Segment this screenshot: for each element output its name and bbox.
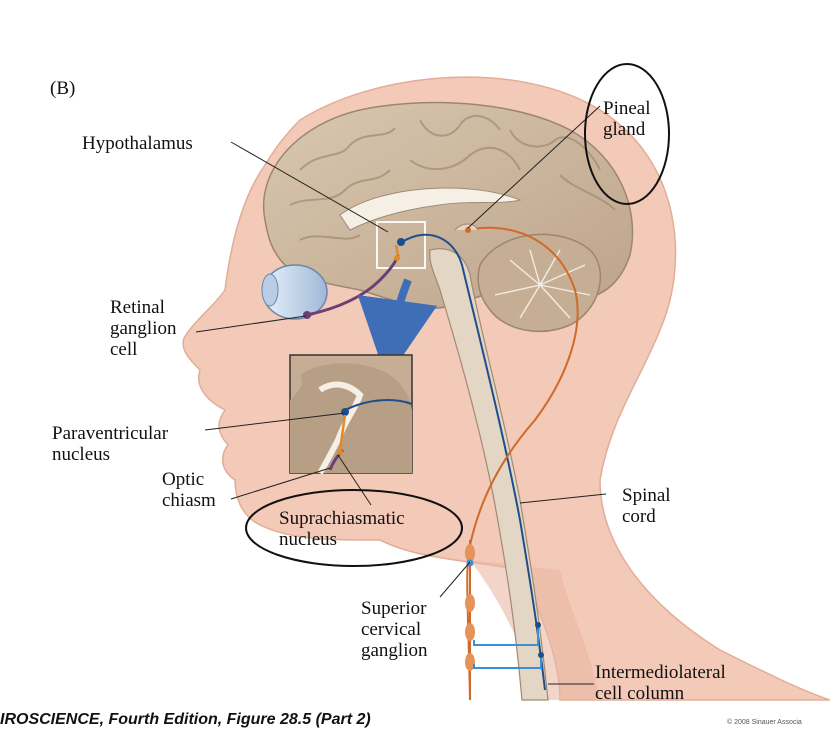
label-retinal-line2: ganglion [110, 318, 177, 339]
label-intermediolateral-cell-column: Intermediolateral cell column [595, 662, 726, 704]
label-hypothalamus: Hypothalamus [82, 133, 193, 154]
label-paraventricular-nucleus: Paraventricular nucleus [52, 423, 168, 465]
iris [262, 274, 278, 306]
label-suprachiasmatic-nucleus: Suprachiasmatic nucleus [279, 508, 405, 550]
label-optic-line1: Optic [162, 469, 216, 490]
copyright-notice: © 2008 Sinauer Associa [727, 719, 802, 726]
label-paraventricular-line2: nucleus [52, 444, 168, 465]
label-pineal-gland: Pineal gland [603, 98, 651, 140]
label-optic-chiasm: Optic chiasm [162, 469, 216, 511]
label-iml-line2: cell column [595, 683, 726, 704]
inset-magnified [290, 355, 412, 473]
label-superior-cervical-ganglion: Superior cervical ganglion [361, 598, 428, 661]
label-retinal-line3: cell [110, 339, 177, 360]
label-pineal-line2: gland [603, 119, 651, 140]
label-spinal-line1: Spinal [622, 485, 671, 506]
label-spinal-line2: cord [622, 506, 671, 527]
retinal-ganglion-cell-body [303, 311, 311, 319]
label-scn-line1: Suprachiasmatic [279, 508, 405, 529]
label-iml-line1: Intermediolateral [595, 662, 726, 683]
label-spinal-cord: Spinal cord [622, 485, 671, 527]
label-scg-line3: ganglion [361, 640, 428, 661]
label-retinal-line1: Retinal [110, 297, 177, 318]
scn-neuron [394, 255, 400, 261]
label-optic-line2: chiasm [162, 490, 216, 511]
label-pineal-line1: Pineal [603, 98, 651, 119]
figure-caption: IROSCIENCE, Fourth Edition, Figure 28.5 … [0, 711, 371, 729]
label-scn-line2: nucleus [279, 529, 405, 550]
panel-letter: (B) [50, 78, 75, 99]
label-retinal-ganglion-cell: Retinal ganglion cell [110, 297, 177, 360]
paraventricular-neuron [397, 238, 405, 246]
label-paraventricular-line1: Paraventricular [52, 423, 168, 444]
label-scg-line1: Superior [361, 598, 428, 619]
label-scg-line2: cervical [361, 619, 428, 640]
